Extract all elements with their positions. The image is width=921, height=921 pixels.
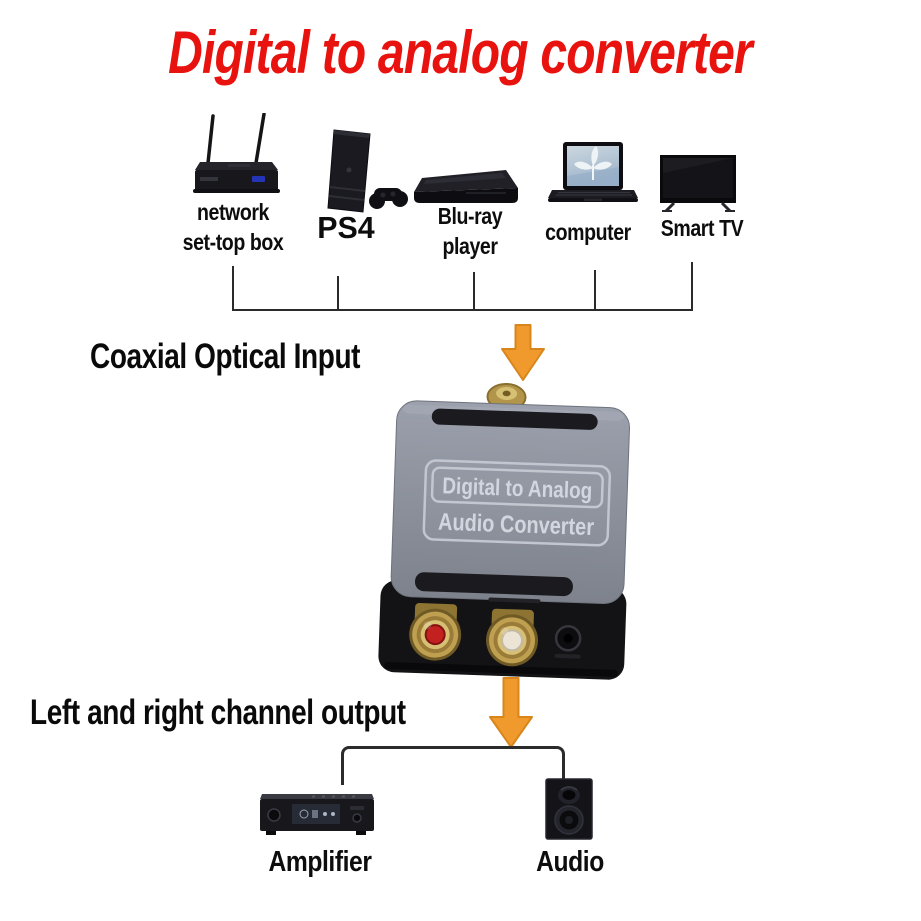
set-top-box-icon [193, 113, 280, 193]
connector-bus-bottom [341, 746, 565, 785]
label-computer: computer [545, 219, 631, 245]
connector-line-set-top-box [232, 266, 234, 311]
connector-line-ps4 [337, 276, 339, 311]
arrow-down-output-icon [489, 677, 533, 748]
plate-line1: Digital to Analog [442, 472, 593, 503]
label-smart-tv: Smart TV [660, 215, 744, 241]
arrow-down-input-icon [501, 324, 545, 381]
aux-jack [554, 625, 582, 659]
plate-line2: Audio Converter [438, 509, 595, 541]
converter-bottom-slot [414, 572, 573, 597]
output-section-label: Left and right channel output [30, 693, 406, 732]
smart-tv-icon [660, 155, 736, 213]
connector-line-blu-ray [473, 272, 475, 311]
label-amplifier: Amplifier [268, 846, 372, 878]
ps4-icon [327, 129, 408, 213]
rca-jack-white [486, 614, 539, 667]
page-title-text: Digital to analog converter [168, 19, 753, 86]
plate-inner-border [430, 466, 604, 509]
blu-ray-player-icon [414, 170, 518, 203]
converter-top-slot [431, 408, 598, 430]
converter-device-image: Digital to Analog Audio Converter [378, 382, 630, 680]
connector-line-smart-tv [691, 262, 693, 311]
rca-jack-red [409, 608, 462, 661]
plate-outer-border [422, 459, 612, 547]
speaker-icon [545, 778, 593, 840]
amplifier-icon [260, 794, 374, 835]
connector-line-computer [594, 270, 596, 311]
label-set-top-box: network set-top box [182, 199, 284, 255]
computer-icon [548, 142, 638, 202]
label-audio: Audio [536, 846, 604, 878]
connector-bus-top [232, 309, 693, 311]
input-section-label: Coaxial Optical Input [90, 337, 361, 376]
label-blu-ray: Blu-ray player [437, 203, 503, 259]
label-ps4: PS4 [317, 210, 375, 245]
page-title: Digital to analog converter [95, 18, 825, 87]
